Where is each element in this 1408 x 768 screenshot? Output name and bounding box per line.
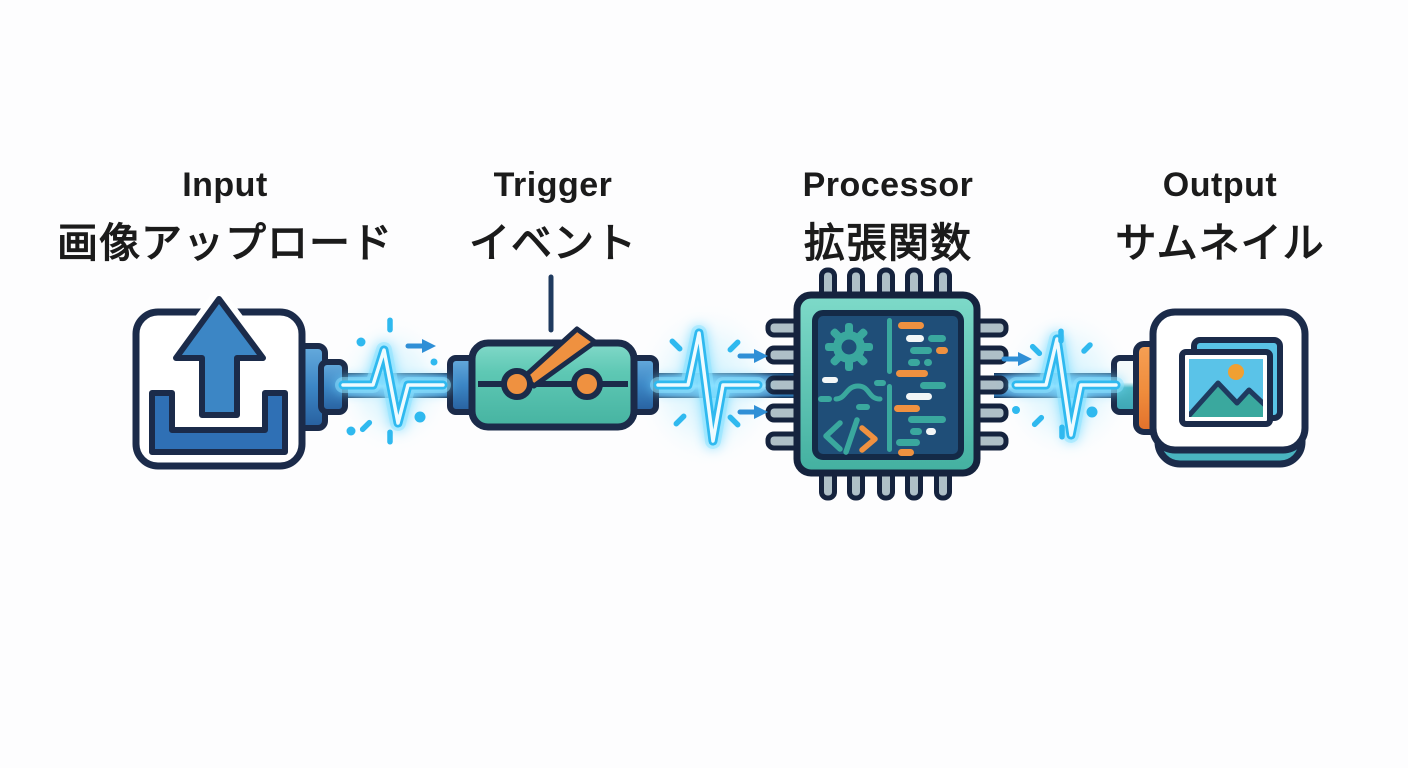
switch-contact-right [571,368,603,400]
input-label-ja: 画像アップロード [57,220,393,266]
stage-label-processor: Processor 拡張関数 [708,166,1068,269]
code-icon [823,417,878,455]
screen-divider [887,318,892,452]
flow-arrows [405,339,1032,419]
switch-contact-left [501,368,533,400]
upload-tray [149,390,288,455]
stage-label-trigger: Trigger イベント [373,166,733,269]
trigger-label-ja: イベント [469,220,637,266]
trigger-label-en: Trigger [493,166,613,204]
spark-dots [346,317,1098,445]
energy-pulses [335,325,1124,449]
code-lines [894,322,948,456]
processor-label-ja: 拡張関数 [804,220,972,266]
input-label-en: Input [182,166,268,204]
output-label-ja: サムネイル [1115,220,1325,266]
output-label-en: Output [1162,166,1278,204]
processor-label-en: Processor [802,166,974,204]
stage-label-input: Input 画像アップロード [45,166,405,269]
chip-icon [765,267,1009,501]
switch-icon [447,274,659,431]
stage-label-output: Output サムネイル [1040,166,1400,269]
photo-sun [1228,364,1244,380]
gear-icon [825,323,873,371]
photo-mountains [1189,380,1263,417]
signal-trace [818,377,886,410]
thumbnail-icon [1111,308,1309,468]
upload-arrow [173,296,266,418]
upload-icon [132,290,348,470]
